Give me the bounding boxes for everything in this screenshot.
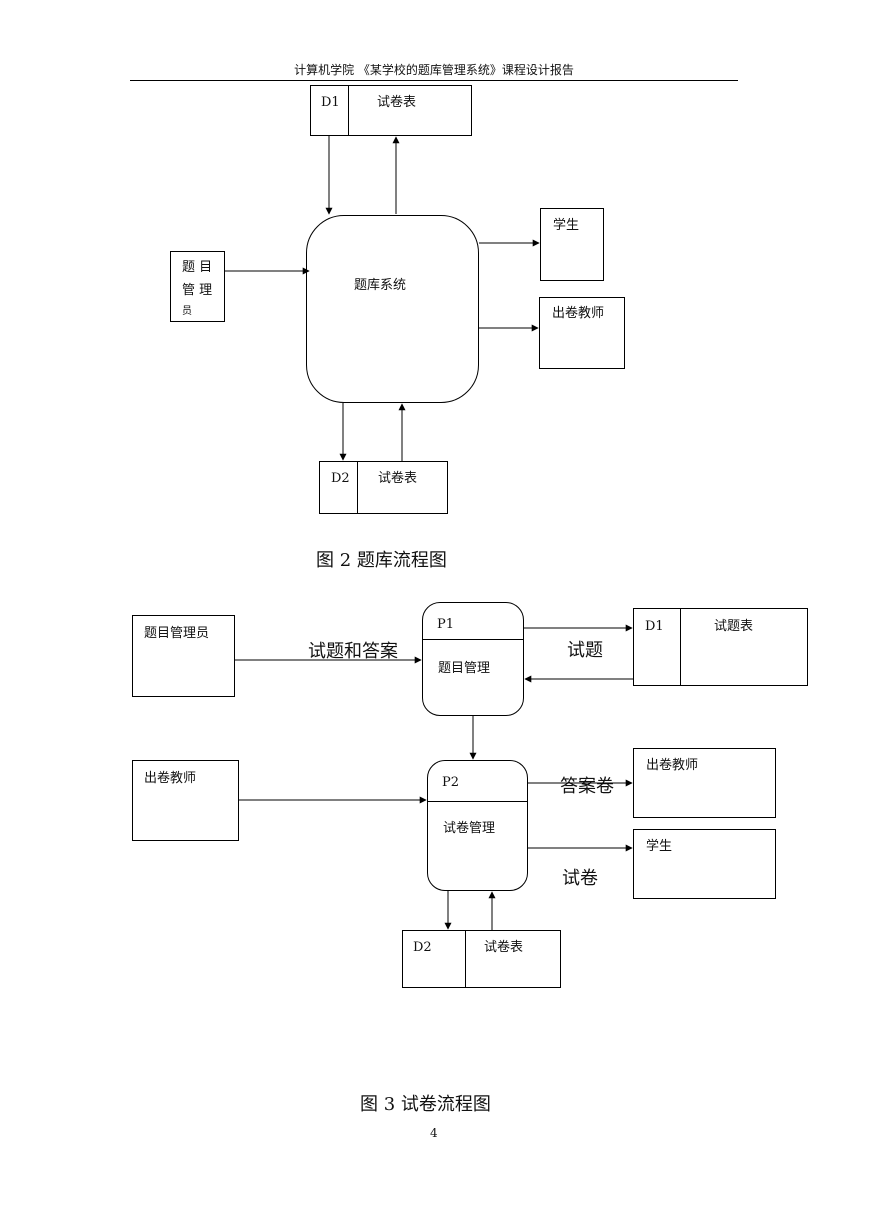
fig2-teacher-label: 出卷教师 bbox=[552, 306, 605, 321]
fig2-d1-divider bbox=[348, 86, 349, 135]
fig3-d1-store: D1 试题表 bbox=[633, 608, 808, 686]
fig3-p2-id: P2 bbox=[442, 775, 460, 790]
fig2-d2-name: 试卷表 bbox=[378, 471, 418, 486]
fig3-p1-name: 题目管理 bbox=[438, 661, 491, 676]
fig3-p2-name: 试卷管理 bbox=[443, 821, 496, 836]
fig3-flow-label-questions: 试题 bbox=[567, 640, 603, 661]
fig3-d1-divider bbox=[680, 609, 681, 685]
fig3-caption: 图 3 试卷流程图 bbox=[360, 1094, 491, 1115]
fig2-d2-id: D2 bbox=[331, 471, 350, 486]
fig2-d1-id: D1 bbox=[321, 95, 340, 110]
fig3-teacher-out-box: 出卷教师 bbox=[633, 748, 776, 818]
fig3-flow-label-answer-sheet: 答案卷 bbox=[560, 776, 614, 797]
fig3-admin-label: 题目管理员 bbox=[144, 626, 210, 641]
fig3-admin-box: 题目管理员 bbox=[132, 615, 235, 697]
fig3-teacher-in-box: 出卷教师 bbox=[132, 760, 239, 841]
fig2-student-box: 学生 bbox=[540, 208, 604, 281]
fig2-d2-divider bbox=[357, 462, 358, 513]
fig3-d2-id: D2 bbox=[413, 940, 432, 955]
fig2-process-box: 题库系统 bbox=[306, 215, 479, 403]
fig3-p1-id: P1 bbox=[437, 617, 455, 632]
fig3-p2-box: P2 试卷管理 bbox=[427, 760, 528, 891]
fig3-d2-store: D2 试卷表 bbox=[402, 930, 561, 988]
fig2-process-label: 题库系统 bbox=[354, 278, 407, 293]
fig3-teacher-out-label: 出卷教师 bbox=[646, 758, 699, 773]
fig3-student-label: 学生 bbox=[646, 839, 673, 854]
fig2-caption: 图 2 题库流程图 bbox=[316, 550, 447, 571]
fig2-d1-store: D1 试卷表 bbox=[310, 85, 472, 136]
fig2-teacher-box: 出卷教师 bbox=[539, 297, 625, 369]
fig2-d1-name: 试卷表 bbox=[377, 95, 417, 110]
fig3-p1-box: P1 题目管理 bbox=[422, 602, 524, 716]
fig3-student-box: 学生 bbox=[633, 829, 776, 899]
fig3-teacher-in-label: 出卷教师 bbox=[144, 771, 197, 786]
fig2-admin-line1: 题 目 bbox=[182, 260, 213, 275]
fig3-p1-divider bbox=[423, 639, 523, 640]
fig2-admin-line2: 管 理 bbox=[182, 283, 213, 298]
fig2-d2-store: D2 试卷表 bbox=[319, 461, 448, 514]
fig3-flow-label-paper: 试卷 bbox=[562, 868, 598, 889]
page-number: 4 bbox=[430, 1126, 438, 1140]
fig3-d2-name: 试卷表 bbox=[484, 940, 524, 955]
fig2-admin-box: 题 目 管 理 员 bbox=[170, 251, 225, 322]
fig3-d1-name: 试题表 bbox=[714, 619, 754, 634]
fig3-d1-id: D1 bbox=[645, 619, 664, 634]
fig3-p2-divider bbox=[428, 801, 527, 802]
fig2-student-label: 学生 bbox=[553, 218, 580, 233]
fig3-d2-divider bbox=[465, 931, 466, 987]
page-header: 计算机学院 《某学校的题库管理系统》课程设计报告 bbox=[294, 63, 574, 77]
fig2-admin-line3: 员 bbox=[182, 306, 192, 317]
fig3-flow-label-questions-answers: 试题和答案 bbox=[308, 641, 398, 662]
header-rule bbox=[130, 80, 738, 81]
